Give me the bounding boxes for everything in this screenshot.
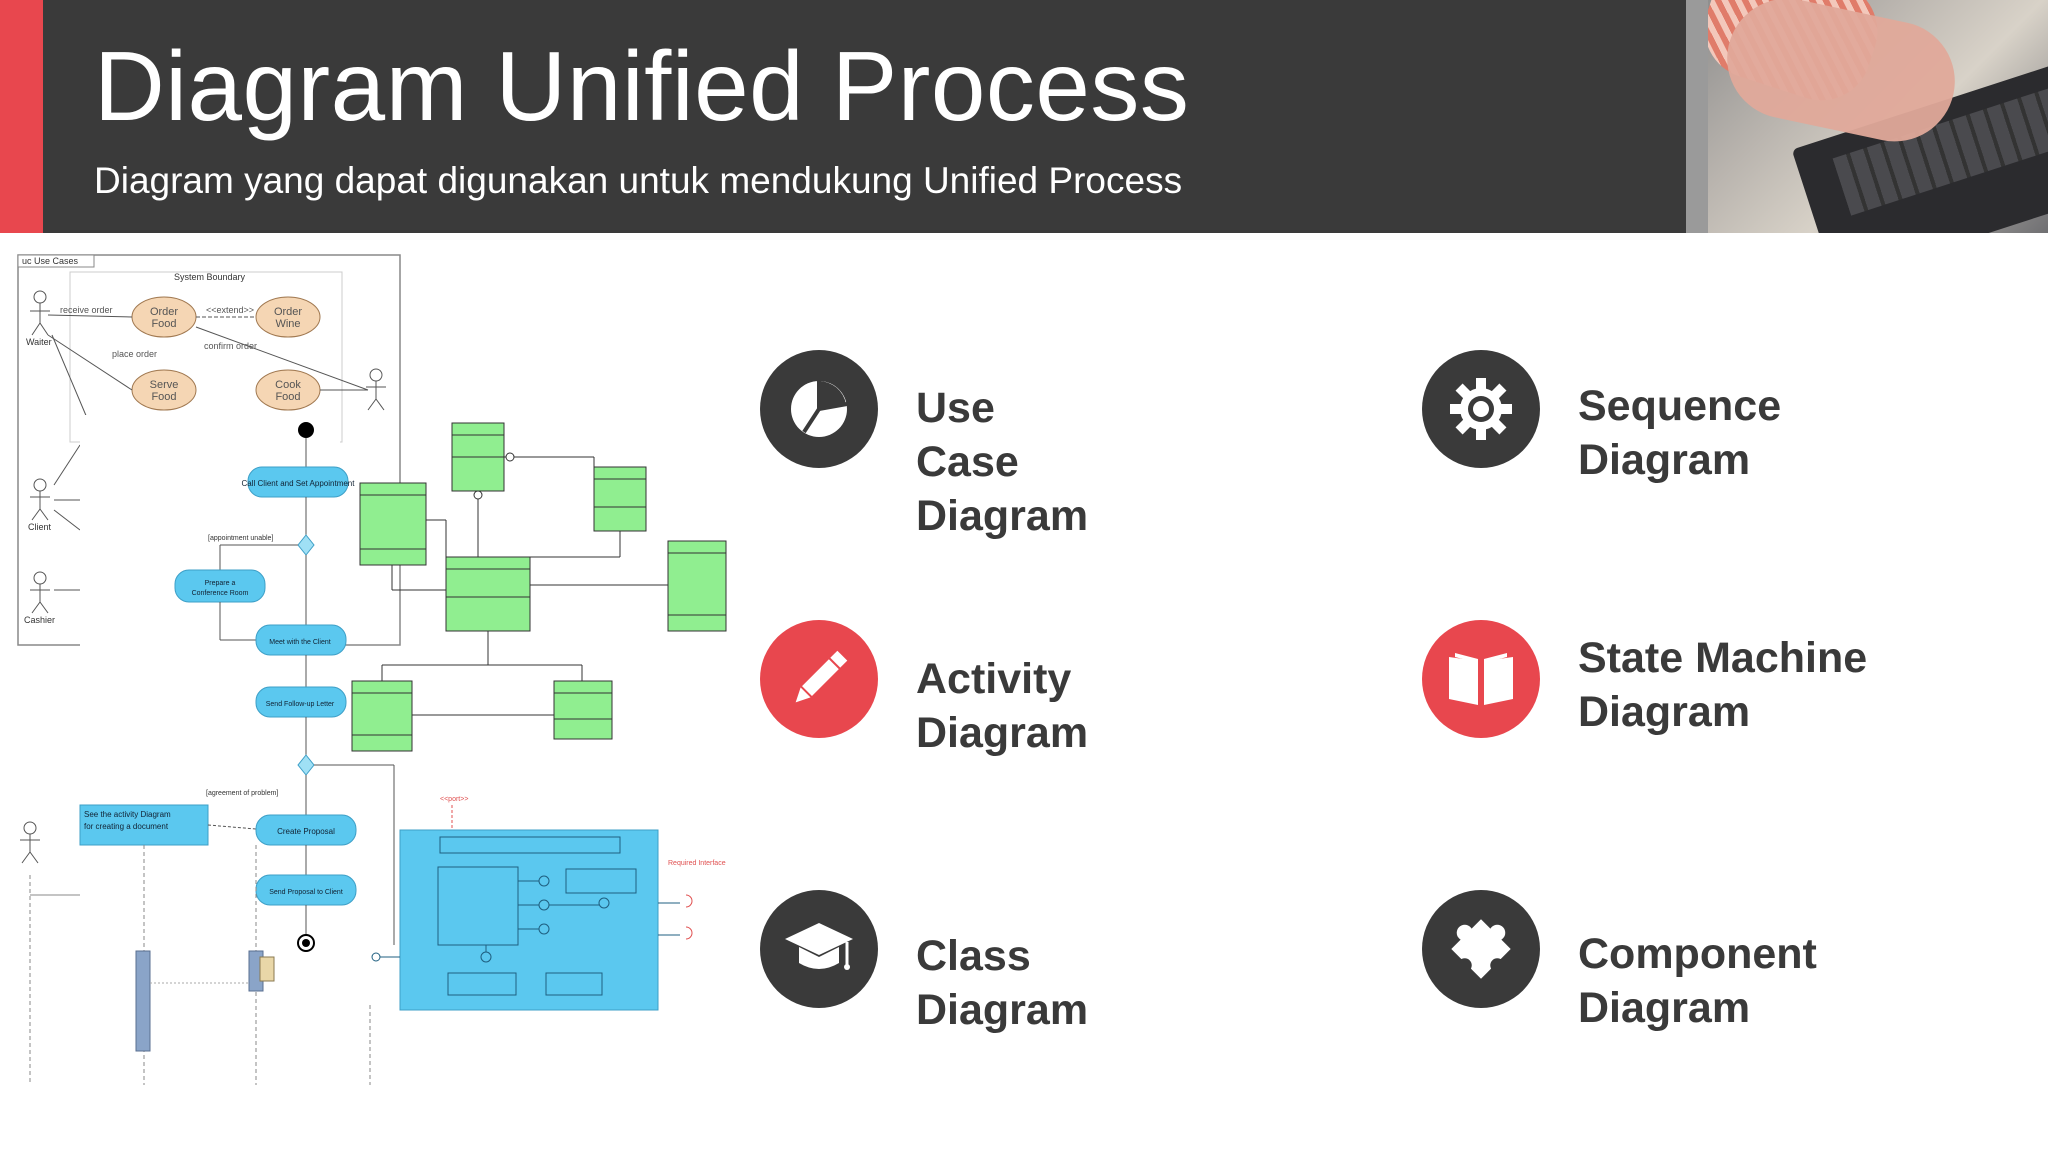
slide-title: Diagram Unified Process (94, 31, 1190, 141)
svg-text:Food: Food (151, 391, 176, 403)
svg-text:Client: Client (28, 522, 52, 532)
svg-text:confirm order: confirm order (204, 341, 257, 351)
svg-text:Food: Food (151, 318, 176, 330)
svg-text:<<port>>: <<port>> (440, 796, 468, 803)
svg-text:System Boundary: System Boundary (174, 272, 246, 282)
svg-text:[agreement of problem]: [agreement of problem] (206, 790, 278, 797)
svg-text:[appointment unable]: [appointment unable] (208, 535, 273, 542)
graduation-cap-icon (760, 890, 878, 1008)
pie-chart-icon (760, 350, 878, 468)
gear-icon (1422, 350, 1540, 468)
svg-text:Send Follow-up Letter: Send Follow-up Letter (266, 701, 335, 708)
svg-text:Create Proposal: Create Proposal (277, 827, 335, 836)
svg-text:Order: Order (274, 306, 302, 318)
feature-label: Sequence Diagram (1578, 382, 1782, 484)
svg-text:Cook: Cook (275, 379, 301, 391)
component-diagram: <<port>> Required Interface (371, 796, 726, 1011)
book-icon (1422, 620, 1540, 738)
svg-text:Order: Order (150, 306, 178, 318)
svg-text:Food: Food (275, 391, 300, 403)
svg-text:Meet with the Client: Meet with the Client (269, 639, 331, 646)
svg-text:Cashier: Cashier (24, 615, 55, 625)
feature-label: Use Case Diagram (916, 384, 1089, 540)
svg-text:Wine: Wine (275, 318, 300, 330)
svg-text:uc Use Cases: uc Use Cases (22, 256, 79, 266)
uml-diagram-collage: uc Use Cases System Boundary Order Food … (0, 245, 760, 1095)
header-bar: Diagram Unified Process Diagram yang dap… (0, 0, 2048, 233)
accent-stripe (0, 0, 43, 233)
svg-text:Waiter: Waiter (26, 337, 52, 347)
feature-label: Class Diagram (916, 932, 1089, 1034)
svg-text:for creating a document: for creating a document (84, 822, 169, 831)
svg-text:Conference Room: Conference Room (192, 590, 249, 597)
class-diagram (351, 422, 727, 752)
svg-text:<<extend>>: <<extend>> (206, 305, 254, 315)
pencil-icon (760, 620, 878, 738)
svg-text:Call Client and Set Appointmen: Call Client and Set Appointment (242, 479, 356, 488)
laptop-photo (1686, 0, 2048, 233)
puzzle-icon (1422, 890, 1540, 1008)
svg-text:receive order: receive order (60, 305, 113, 315)
svg-text:Prepare a: Prepare a (205, 580, 236, 587)
svg-text:Send Proposal to Client: Send Proposal to Client (269, 889, 343, 896)
activity-diagram: Call Client and Set Appointment [appoint… (79, 415, 395, 1095)
svg-text:Serve: Serve (150, 379, 179, 391)
feature-label: Component Diagram (1578, 930, 1817, 1032)
svg-text:Required Interface: Required Interface (668, 860, 726, 867)
svg-text:See the activity Diagram: See the activity Diagram (84, 810, 171, 819)
feature-label: State Machine Diagram (1578, 634, 1868, 736)
svg-text:place order: place order (112, 349, 157, 359)
slide-subtitle: Diagram yang dapat digunakan untuk mendu… (94, 160, 1183, 201)
feature-label: Activity Diagram (916, 655, 1089, 757)
sequence-diagram-fragment (20, 821, 371, 1085)
